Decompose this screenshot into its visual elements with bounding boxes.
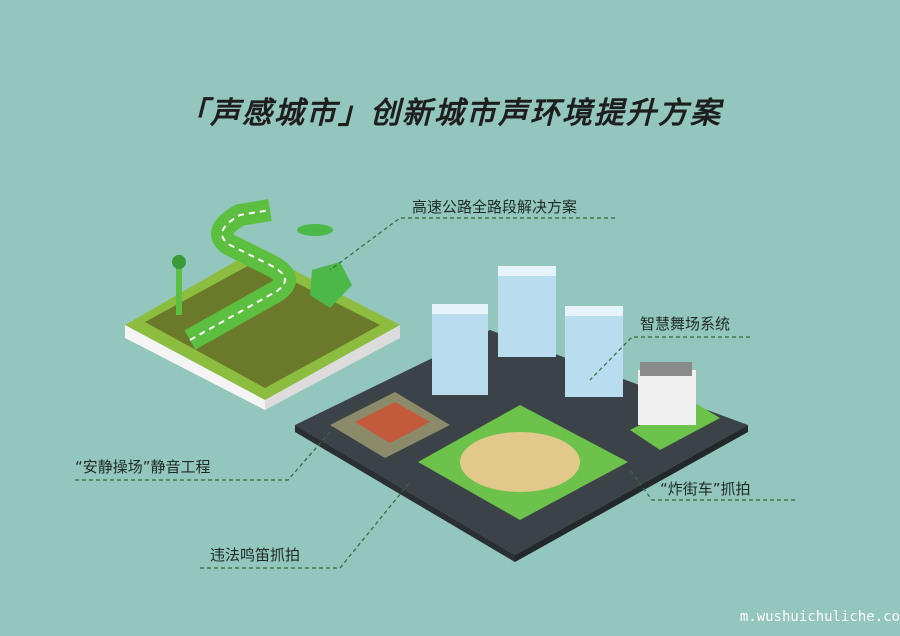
callout-quiet-playground: “安静操场”静音工程	[75, 458, 211, 476]
callout-lines	[75, 217, 795, 569]
watermark: m.wushuichuliche.co	[739, 609, 900, 625]
callout-honking: 违法鸣笛抓拍	[210, 546, 301, 564]
page-title: 「声感城市」创新城市声环境提升方案	[178, 96, 722, 131]
city-block	[295, 330, 748, 562]
callout-square-dance: 智慧舞场系统	[640, 315, 731, 333]
callout-street-racer: “炸街车”抓拍	[660, 480, 751, 498]
callout-highway: 高速公路全路段解决方案	[412, 198, 578, 216]
high-rise-buildings	[432, 266, 623, 397]
highway-block	[125, 199, 400, 410]
